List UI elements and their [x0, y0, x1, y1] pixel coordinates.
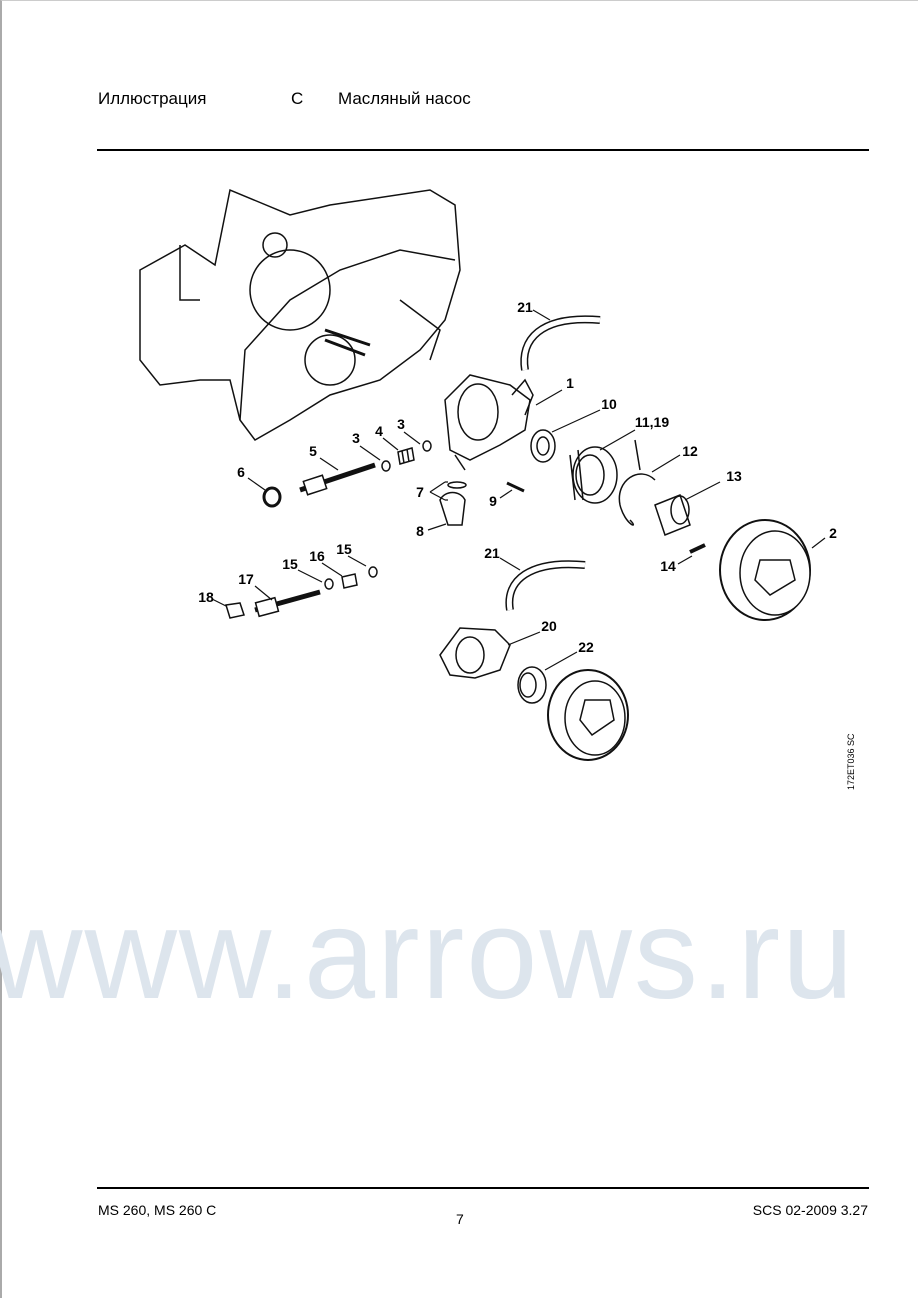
callout-14: 14 — [660, 558, 676, 574]
callout-22: 22 — [578, 639, 594, 655]
callout-20: 20 — [541, 618, 557, 634]
valve-8 — [439, 491, 466, 526]
washer-15 — [324, 578, 334, 590]
oil-hose-upper — [520, 315, 601, 371]
callout-21b: 21 — [484, 545, 500, 561]
callout-7: 7 — [416, 484, 424, 500]
worm-gear — [569, 446, 618, 504]
oil-pump-alt — [439, 627, 511, 679]
callout-15b: 15 — [336, 541, 352, 557]
callout-10: 10 — [601, 396, 617, 412]
callout-5: 5 — [309, 443, 317, 459]
shaft-5 — [299, 462, 376, 496]
screw — [689, 543, 706, 554]
callout-18: 18 — [198, 589, 214, 605]
pin-9 — [506, 481, 525, 493]
page-number: 7 — [456, 1211, 464, 1227]
drawing-code: 172ET036 SC — [846, 733, 856, 790]
oil-pump — [444, 374, 534, 471]
section-label: Иллюстрация — [98, 89, 207, 108]
callout-12: 12 — [682, 443, 698, 459]
spring-clip — [618, 439, 656, 526]
cap-18 — [225, 602, 245, 619]
worm-alt — [517, 666, 547, 704]
washer-3 — [381, 460, 391, 472]
footer-divider — [97, 1187, 869, 1189]
callout-13: 13 — [726, 468, 742, 484]
washer-15b — [368, 566, 378, 578]
footer-model: MS 260, MS 260 C — [98, 1202, 217, 1218]
watermark: www.arrows.ru — [0, 883, 856, 1026]
plug-6 — [262, 486, 282, 508]
section-code: C — [291, 89, 304, 108]
spring-16 — [341, 573, 358, 589]
needle-bearing — [654, 494, 691, 536]
callout-17: 17 — [238, 571, 254, 587]
spring-4 — [397, 447, 415, 465]
callout-6: 6 — [237, 464, 245, 480]
o-ring-7 — [447, 481, 467, 489]
washer — [530, 429, 556, 463]
oil-hose-lower — [505, 560, 586, 611]
leader-lines — [211, 309, 826, 671]
clutch-drum-alt — [547, 669, 629, 761]
callout-8: 8 — [416, 523, 424, 539]
callout-4: 4 — [375, 423, 383, 439]
section-title: Масляный насос — [338, 89, 471, 108]
callout-3b: 3 — [397, 416, 405, 432]
callout-9: 9 — [489, 493, 497, 509]
callout-3: 3 — [352, 430, 360, 446]
crankcase-housing — [139, 188, 461, 441]
washer-3b — [422, 440, 432, 452]
callout-2: 2 — [829, 525, 837, 541]
footer-revision: SCS 02-2009 3.27 — [752, 1202, 868, 1218]
clutch-drum — [719, 519, 811, 621]
callout-21: 21 — [517, 299, 533, 315]
callout-1: 1 — [566, 375, 574, 391]
callout-15: 15 — [282, 556, 298, 572]
callout-16: 16 — [309, 548, 325, 564]
callout-11-19: 11,19 — [634, 414, 670, 430]
header-divider — [97, 149, 869, 151]
